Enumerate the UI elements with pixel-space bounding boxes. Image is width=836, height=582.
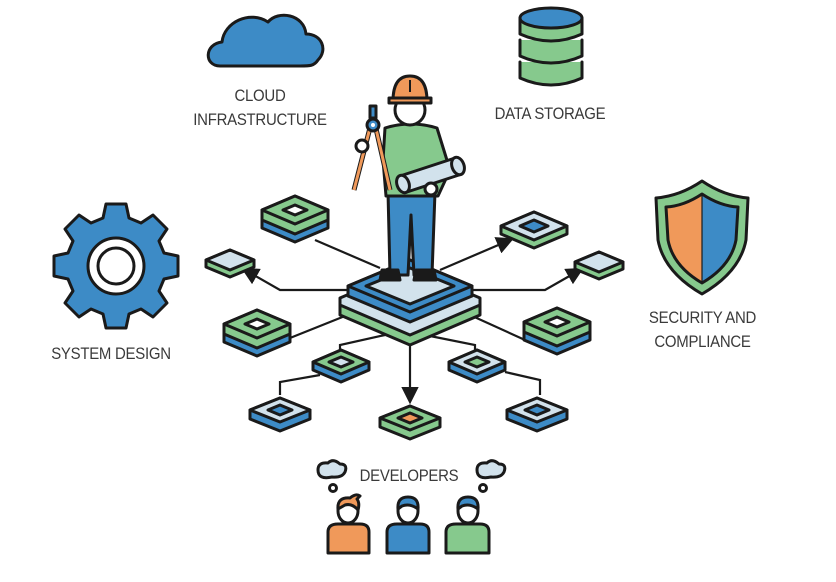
- network-connections: [241, 237, 584, 405]
- node-far-left: [204, 248, 256, 279]
- central-platform: [338, 258, 482, 347]
- thought-bubble-left-icon: [316, 459, 348, 493]
- developer-avatar-orange: [326, 493, 371, 555]
- thought-bubble-right-icon: [475, 459, 507, 493]
- node-lower-left: [311, 348, 371, 384]
- engineer-figure: [351, 74, 466, 282]
- developer-avatar-blue: [385, 495, 431, 555]
- gear-icon: [52, 202, 180, 330]
- database-icon: [518, 6, 584, 87]
- developer-avatar-green: [444, 495, 491, 555]
- label-line: SECURITY AND: [648, 308, 757, 327]
- shield-icon: [654, 179, 750, 296]
- node-bottom-left: [248, 396, 312, 433]
- label-line: CLOUD: [234, 86, 286, 105]
- node-lower-right: [447, 348, 507, 384]
- system-design-label: SYSTEM DESIGN: [45, 342, 177, 366]
- node-top-right: [499, 210, 569, 250]
- label-line: DEVELOPERS: [359, 466, 459, 485]
- node-top-left: [260, 194, 330, 244]
- node-bottom-center: [378, 404, 442, 441]
- hard-hat-icon: [387, 74, 433, 105]
- blueprint-roll-icon: [395, 155, 466, 195]
- node-far-right: [573, 250, 625, 281]
- data-storage-label: DATA STORAGE: [488, 102, 611, 126]
- cloud-infrastructure-label: CLOUD INFRASTRUCTURE: [190, 84, 331, 132]
- label-line: DATA STORAGE: [494, 104, 606, 123]
- developers-label: DEVELOPERS: [353, 464, 466, 488]
- node-mid-left: [222, 308, 292, 358]
- label-line: INFRASTRUCTURE: [193, 110, 327, 129]
- cloud-icon: [206, 13, 325, 68]
- developers-group: [316, 459, 507, 555]
- label-line: SYSTEM DESIGN: [51, 344, 171, 363]
- compass-icon: [351, 104, 393, 191]
- node-mid-right: [522, 306, 592, 356]
- security-compliance-label: SECURITY AND COMPLIANCE: [639, 306, 767, 354]
- label-line: COMPLIANCE: [654, 332, 751, 351]
- node-bottom-right: [505, 396, 569, 433]
